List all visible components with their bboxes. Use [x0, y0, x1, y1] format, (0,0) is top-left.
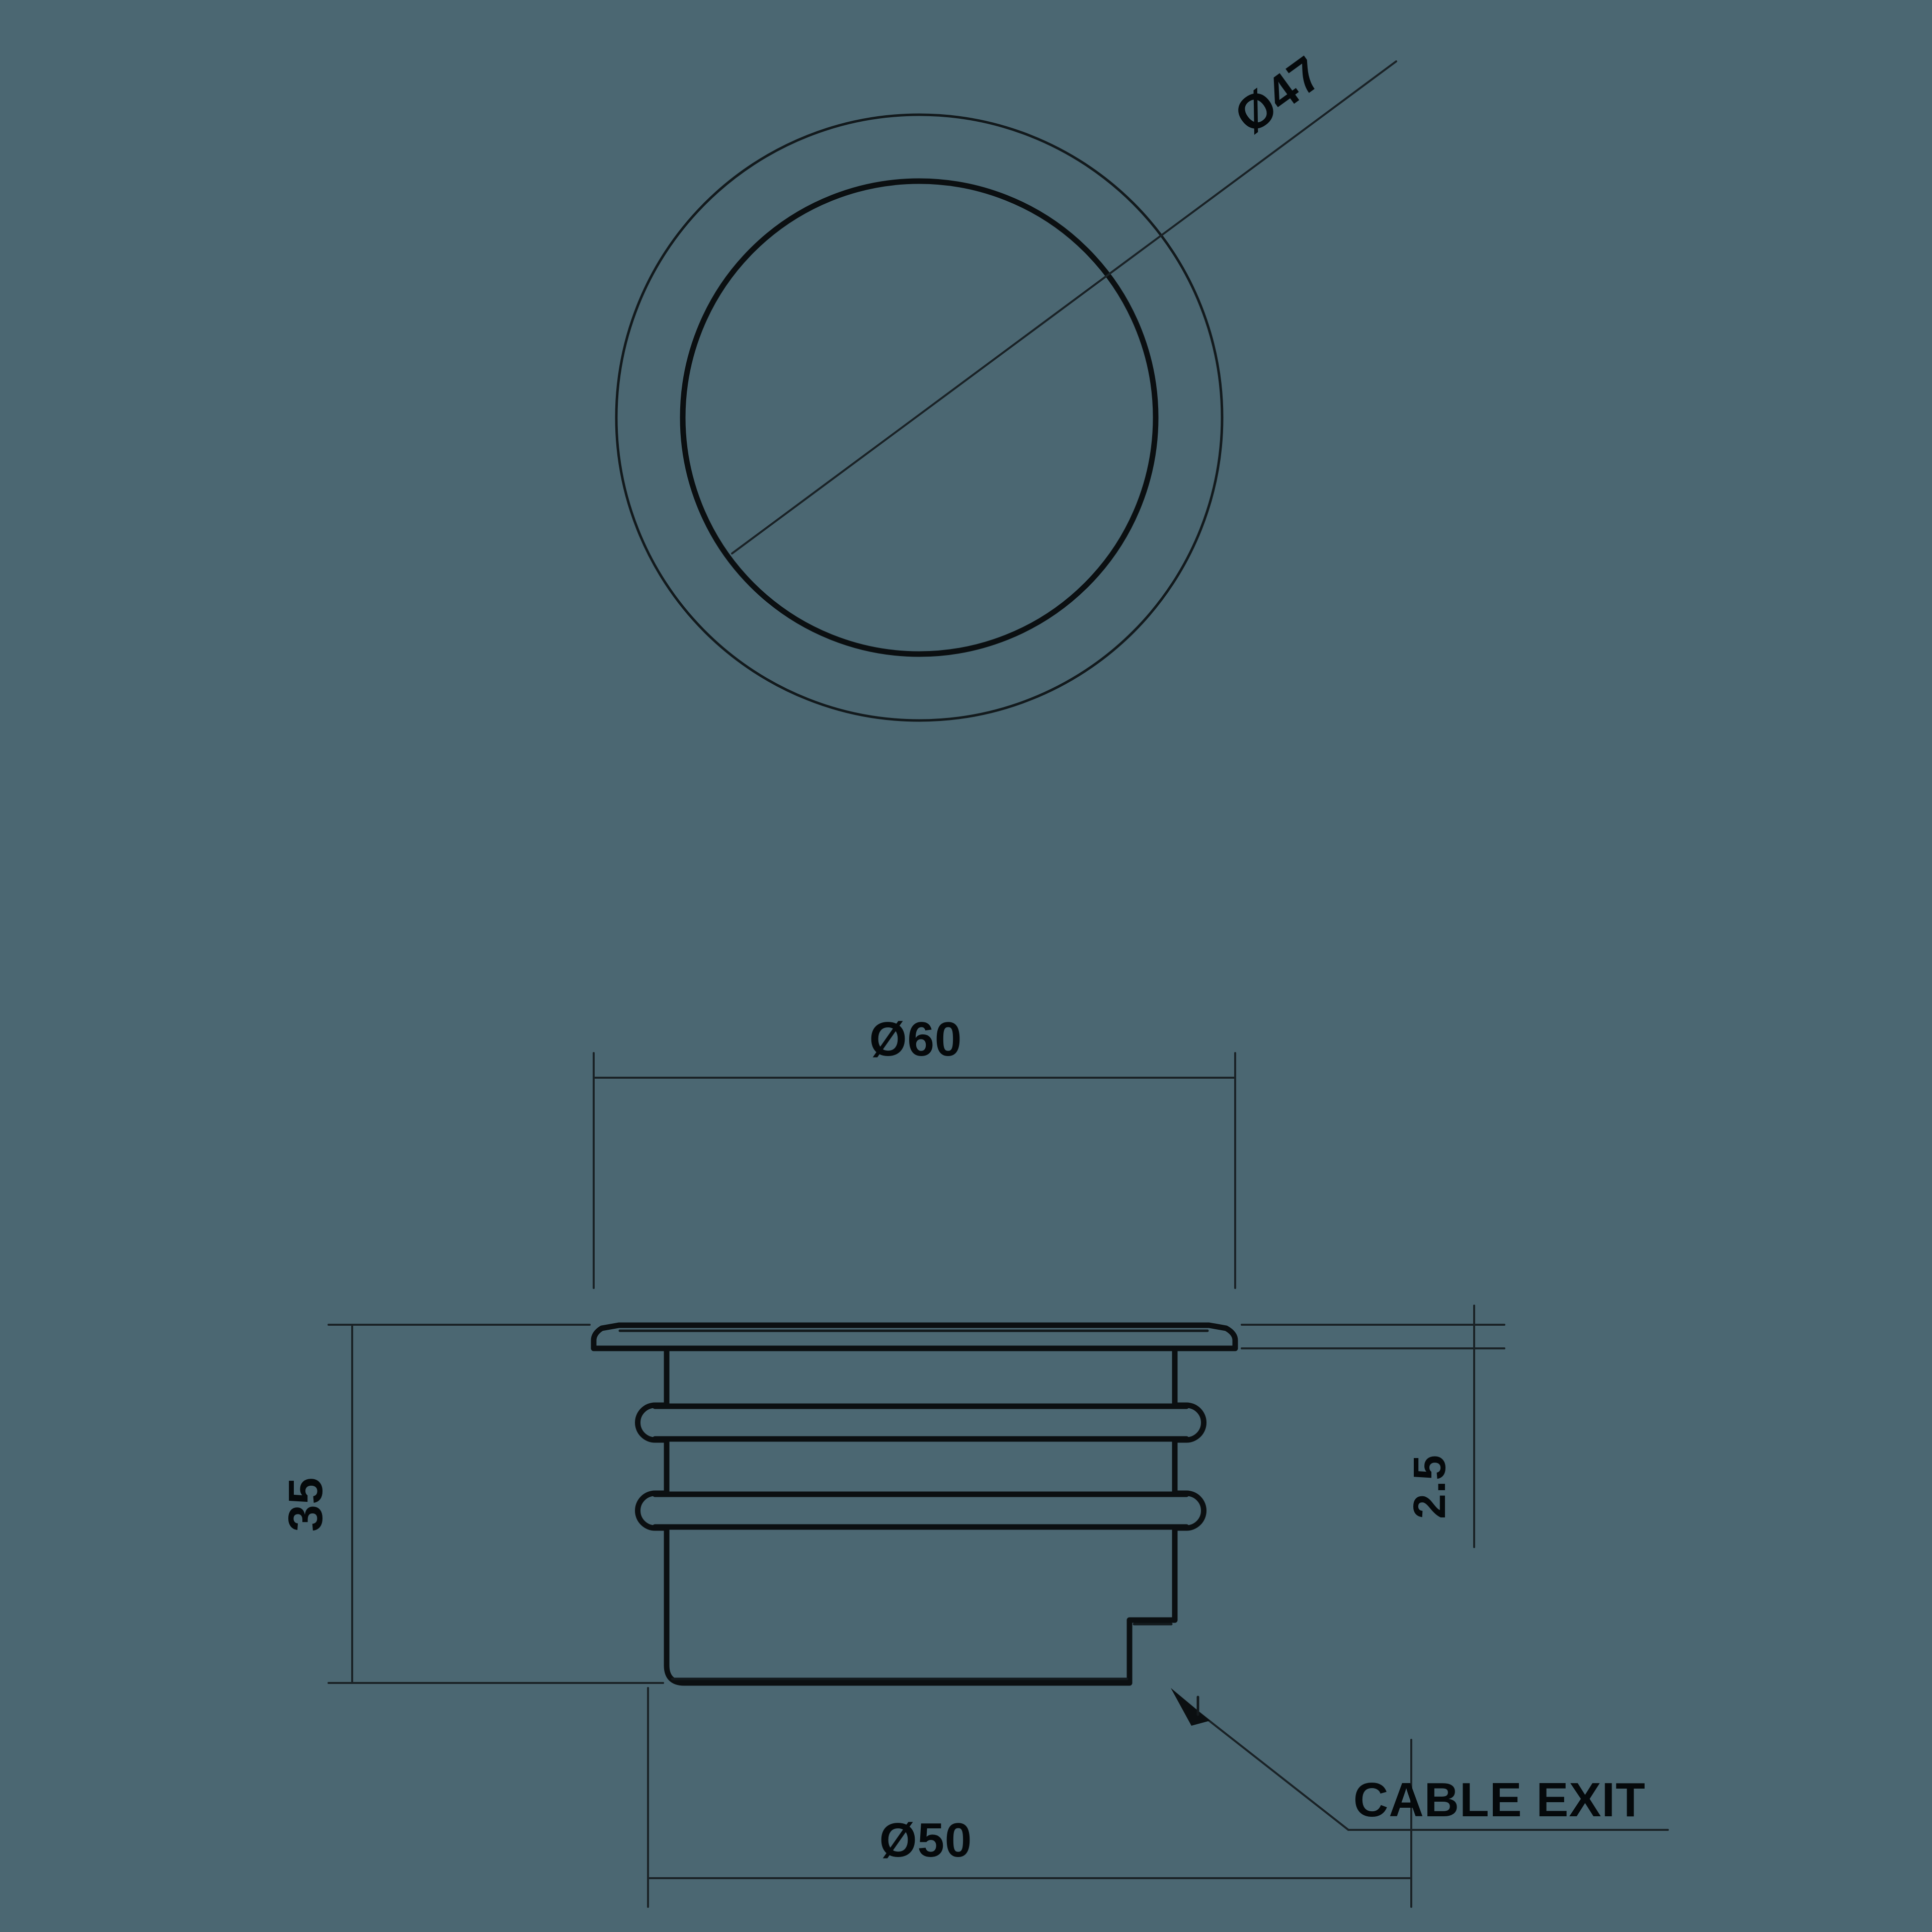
- cable-exit-arrowhead: [1171, 1688, 1210, 1726]
- thickness25-dimension-group: [1241, 1305, 1505, 1548]
- inner-circle: [680, 178, 1159, 657]
- flange-outline: [591, 1322, 1238, 1351]
- cable-exit-annotation-group: [1171, 1688, 1669, 1831]
- side-view-group: [591, 1322, 1238, 1686]
- dia60-label: Ø60: [869, 1012, 962, 1066]
- height35-label: 35: [279, 1477, 333, 1532]
- dia47-label: Ø47: [1225, 46, 1332, 144]
- height35-dimension-group: [328, 1324, 664, 1684]
- cable-exit-label: CABLE EXIT: [1353, 1773, 1646, 1827]
- o-ring-groove-upper: [635, 1402, 1206, 1443]
- thickness25-label-group: 2.5: [1405, 1455, 1455, 1519]
- body-upper-section: [664, 1345, 1178, 1408]
- dia47-label-group: Ø47: [1225, 46, 1332, 144]
- o-ring-groove-lower: [635, 1490, 1206, 1531]
- height35-label-group: 35: [279, 1477, 333, 1532]
- outer-circle: [615, 113, 1224, 722]
- dia60-dimension-group: [593, 1052, 1236, 1289]
- dia50-dimension-group: [647, 1687, 1412, 1908]
- thickness25-label: 2.5: [1405, 1455, 1455, 1519]
- body-lower-section: [664, 1525, 1178, 1686]
- dia47-leader-line: [731, 60, 1397, 554]
- body-mid-section: [664, 1437, 1178, 1496]
- top-view-group: [615, 60, 1397, 722]
- dia50-label: Ø50: [879, 1813, 972, 1867]
